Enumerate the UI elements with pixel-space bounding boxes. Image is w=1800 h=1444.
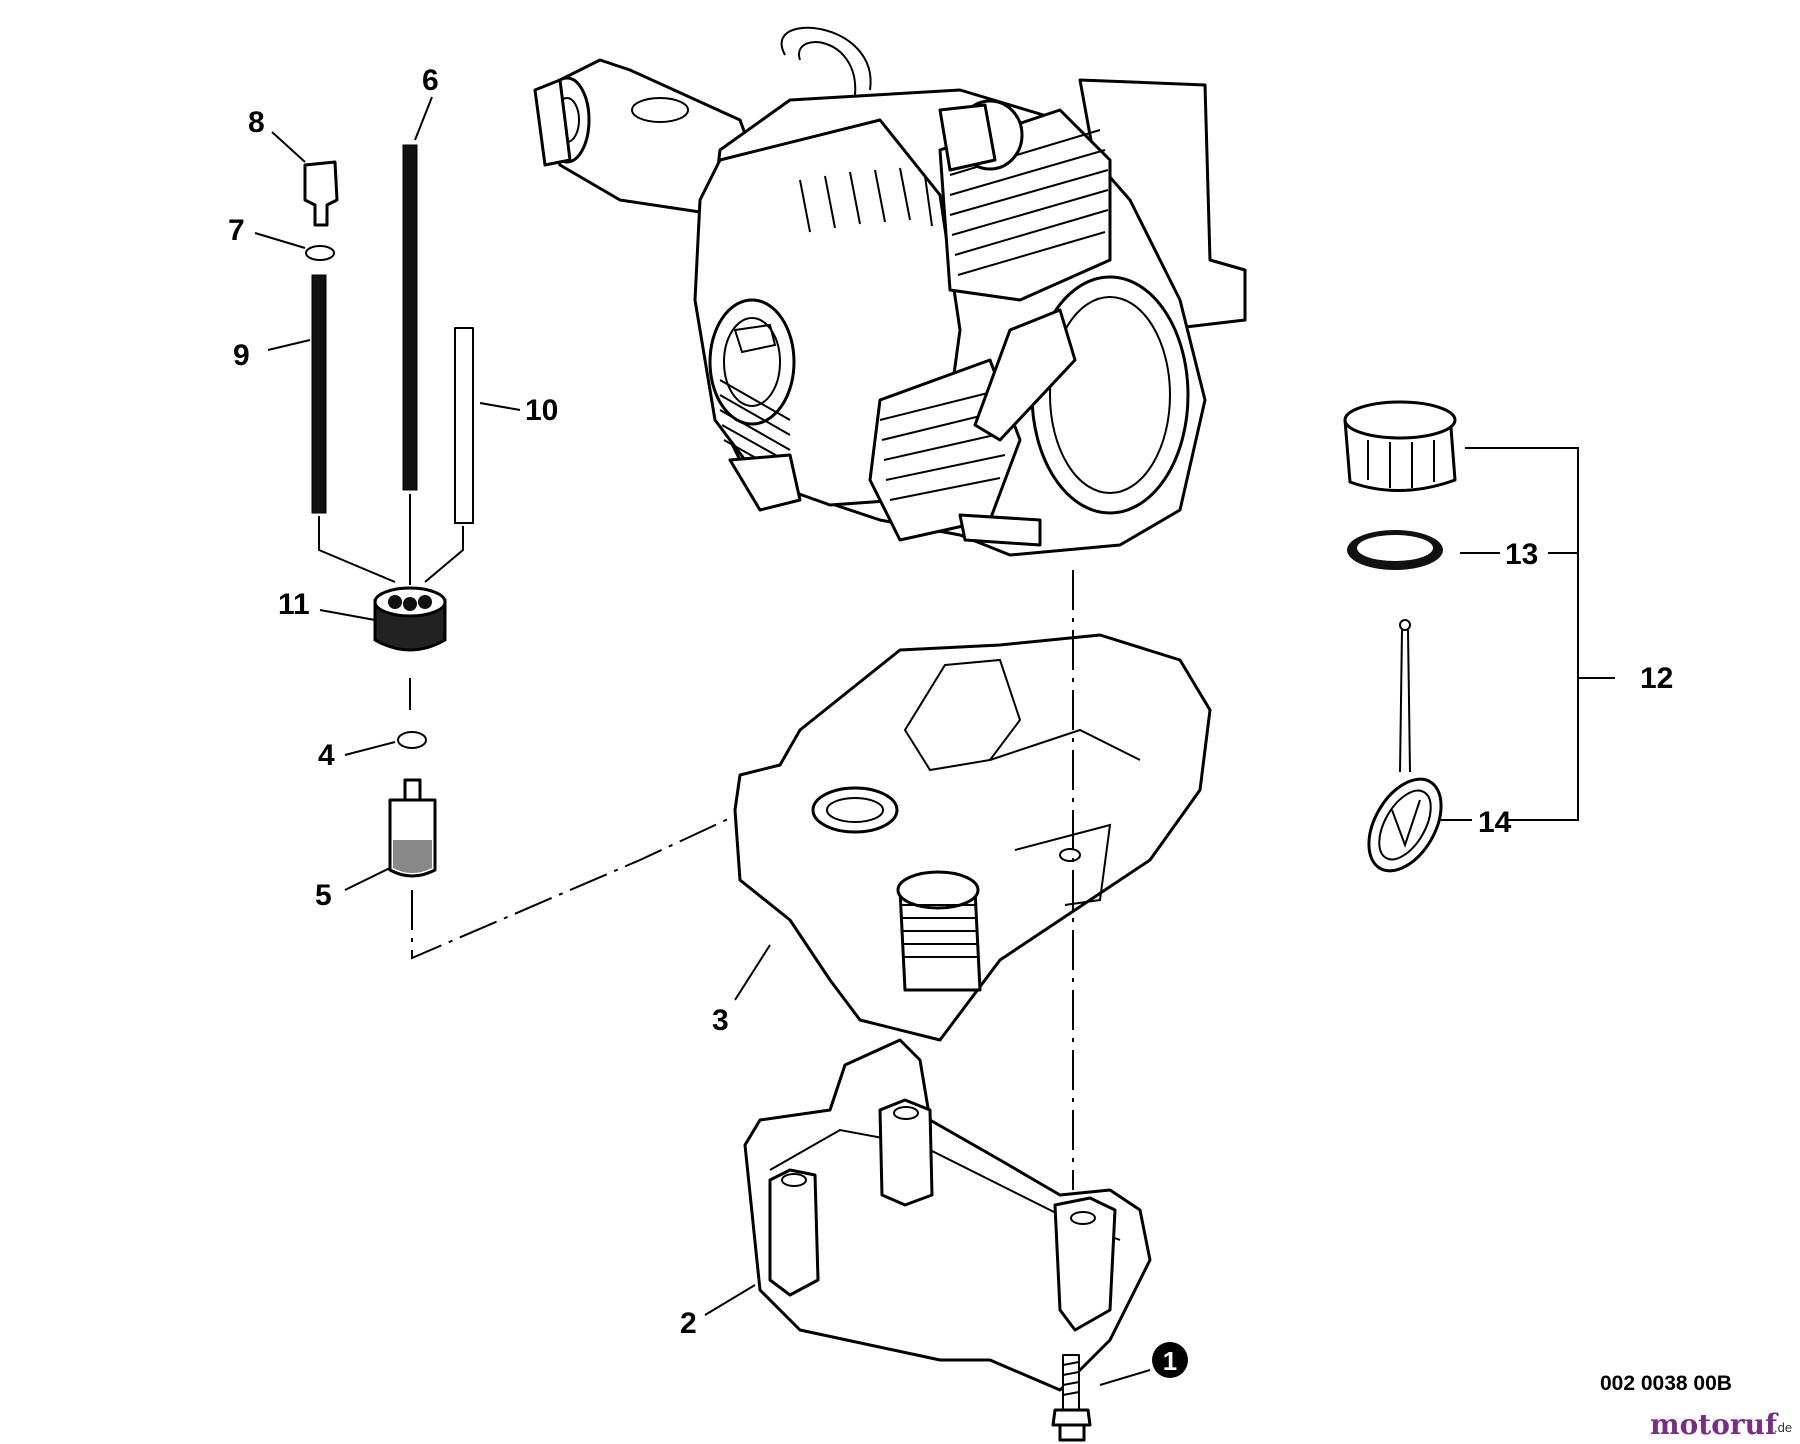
part-9-tube <box>311 274 327 514</box>
callout-4: 4 <box>318 739 335 772</box>
part-1-bolt <box>1051 1354 1092 1442</box>
part-14-tether <box>1367 619 1443 873</box>
callout-3: 3 <box>712 1004 729 1037</box>
fuel-line-parts <box>303 144 856 960</box>
callout-7: 7 <box>228 214 245 247</box>
part-4-ring <box>397 731 427 749</box>
callout-10: 10 <box>525 394 558 427</box>
callout-1: 1 <box>1163 1346 1177 1376</box>
part-5-fuel-filter <box>388 778 437 878</box>
callout-5: 5 <box>315 879 332 912</box>
callout-14: 14 <box>1478 806 1512 839</box>
callout-8: 8 <box>248 106 265 139</box>
callout-11: 11 <box>278 588 310 621</box>
watermark-logo: motoruf <box>1650 1408 1778 1441</box>
part-6-tube <box>402 144 418 491</box>
part-3-fuel-tank <box>733 633 1212 1042</box>
drawing-code: 002 0038 00B <box>1600 1372 1732 1395</box>
watermark-tld: .de <box>1774 1420 1793 1435</box>
callout-12: 12 <box>1640 662 1673 695</box>
callout-6: 6 <box>422 64 439 97</box>
callout-labels: 8 7 9 6 10 11 4 5 3 2 13 12 14 1 <box>228 64 1673 1378</box>
cap-assembly <box>1343 400 1615 873</box>
part-8-fitting <box>303 160 339 227</box>
part-11-grommet <box>373 586 447 652</box>
part-7-ring <box>305 245 335 261</box>
part-2-tank-guard <box>743 1038 1152 1392</box>
part-12-cap <box>1343 400 1457 493</box>
part-10-tube <box>454 327 474 524</box>
callout-1-disc <box>1152 1342 1188 1378</box>
part-13-gasket <box>1347 530 1443 570</box>
callout-13: 13 <box>1505 538 1538 571</box>
callout-2: 2 <box>680 1307 697 1340</box>
callout-leaders <box>254 96 1151 1386</box>
engine-assembly <box>533 26 1247 557</box>
callout-9: 9 <box>233 339 250 372</box>
